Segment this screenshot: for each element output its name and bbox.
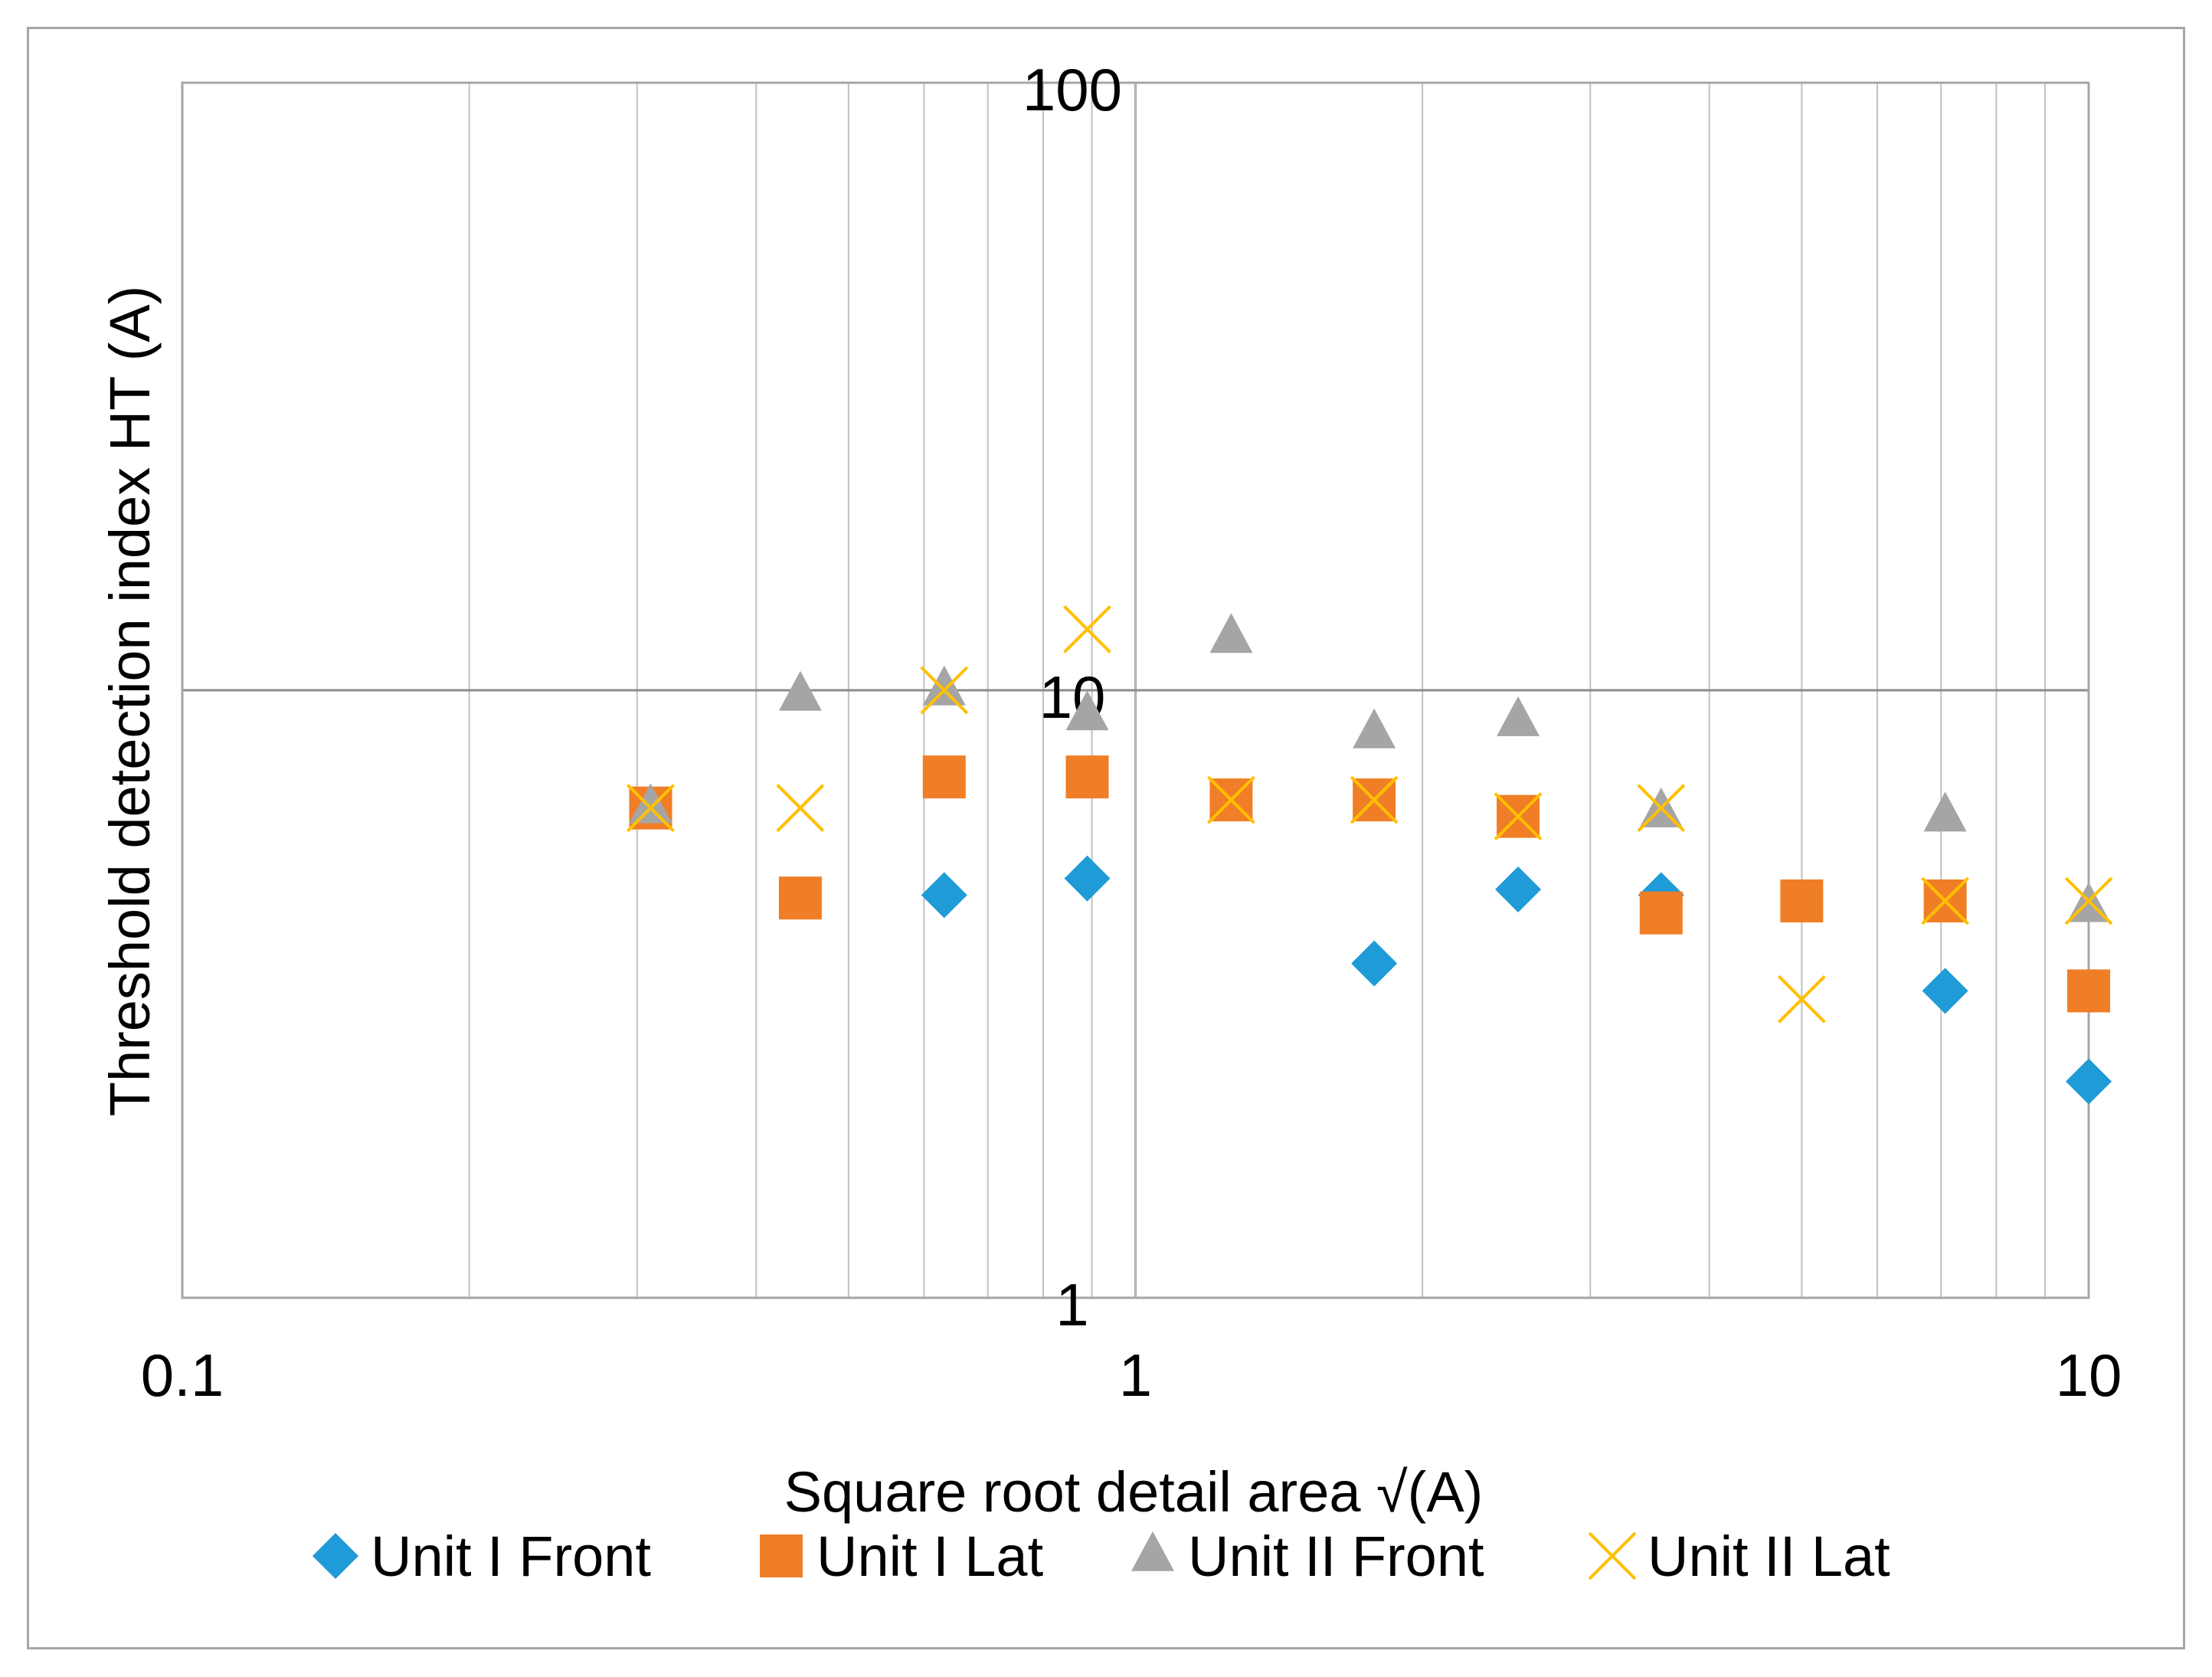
plot-area-border — [181, 81, 2090, 1299]
data-point-unit-ii-lat — [920, 666, 969, 715]
y-tick-label: 1 — [1055, 1271, 1088, 1338]
x-tick-label: 0.1 — [141, 1341, 224, 1409]
data-point-unit-ii-front — [1353, 708, 1396, 748]
series-unit-i-front — [921, 855, 2112, 1105]
data-point-unit-ii-front — [629, 783, 672, 824]
data-point-unit-i-lat — [1780, 879, 1824, 923]
data-point-unit-ii-lat — [1350, 775, 1399, 824]
x-tick-label: 10 — [2056, 1341, 2122, 1409]
data-point-unit-ii-lat — [1777, 974, 1826, 1024]
x-axis-title: Square root detail area √(A) — [784, 1460, 1484, 1524]
legend-item-unit-i-lat: Unit I Lat — [760, 1525, 1044, 1588]
data-point-unit-ii-lat — [1921, 876, 1970, 925]
legend-marker-unit-ii-front — [1131, 1531, 1174, 1571]
data-point-unit-i-lat — [778, 876, 822, 920]
data-point-unit-ii-lat — [776, 784, 825, 833]
legend-item-unit-i-front: Unit I Front — [312, 1525, 651, 1588]
grid-layer — [182, 83, 2089, 1298]
y-tick-label: 100 — [1023, 56, 1122, 123]
x-tick-label: 1 — [1119, 1341, 1152, 1409]
data-point-unit-i-lat — [922, 755, 966, 799]
data-point-unit-i-front — [1495, 866, 1542, 913]
data-point-unit-ii-lat — [1494, 792, 1543, 841]
data-point-unit-i-front — [1922, 968, 1968, 1014]
data-point-unit-ii-lat — [1206, 775, 1255, 824]
legend-marker-unit-i-lat — [760, 1535, 803, 1577]
data-point-unit-i-lat — [2067, 969, 2110, 1013]
data-points — [627, 604, 2113, 1105]
data-point-unit-ii-lat — [627, 784, 675, 833]
series-unit-ii-lat — [627, 604, 2113, 1024]
data-point-unit-ii-front — [1923, 791, 1967, 832]
data-point-unit-ii-front — [778, 670, 822, 711]
data-point-unit-i-front — [921, 872, 967, 919]
data-point-unit-ii-front — [922, 665, 966, 706]
series-unit-ii-front — [629, 613, 2110, 922]
legend-label-unit-i-lat: Unit I Lat — [816, 1525, 1044, 1588]
data-point-unit-i-front — [1351, 940, 1398, 987]
chart-frame — [27, 27, 2185, 1649]
legend: Unit I Front Unit I Lat Unit II Front Unit … — [312, 1525, 1890, 1588]
legend-marker-unit-i-front — [312, 1533, 358, 1579]
data-point-unit-i-lat — [1639, 891, 1683, 935]
legend-label-unit-ii-lat: Unit II Lat — [1648, 1525, 1890, 1588]
legend-item-unit-ii-lat: Unit II Lat — [1588, 1525, 1890, 1588]
data-point-unit-i-front — [1064, 855, 1111, 902]
legend-label-unit-i-front: Unit I Front — [371, 1525, 651, 1588]
data-point-unit-ii-lat — [2064, 876, 2113, 925]
data-point-unit-ii-lat — [1063, 604, 1111, 653]
legend-marker-unit-ii-lat — [1588, 1531, 1637, 1580]
data-point-unit-ii-front — [1497, 696, 1540, 736]
legend-label-unit-ii-front: Unit II Front — [1188, 1525, 1484, 1588]
data-point-unit-ii-front — [1065, 690, 1109, 731]
legend-item-unit-ii-front: Unit II Front — [1131, 1525, 1484, 1588]
data-point-unit-i-front — [2066, 1058, 2112, 1105]
y-axis-title: Threshold detection index HT (A) — [98, 286, 162, 1117]
data-point-unit-ii-front — [1209, 613, 1253, 653]
data-point-unit-i-lat — [1065, 755, 1109, 799]
data-point-unit-ii-lat — [1637, 784, 1686, 833]
